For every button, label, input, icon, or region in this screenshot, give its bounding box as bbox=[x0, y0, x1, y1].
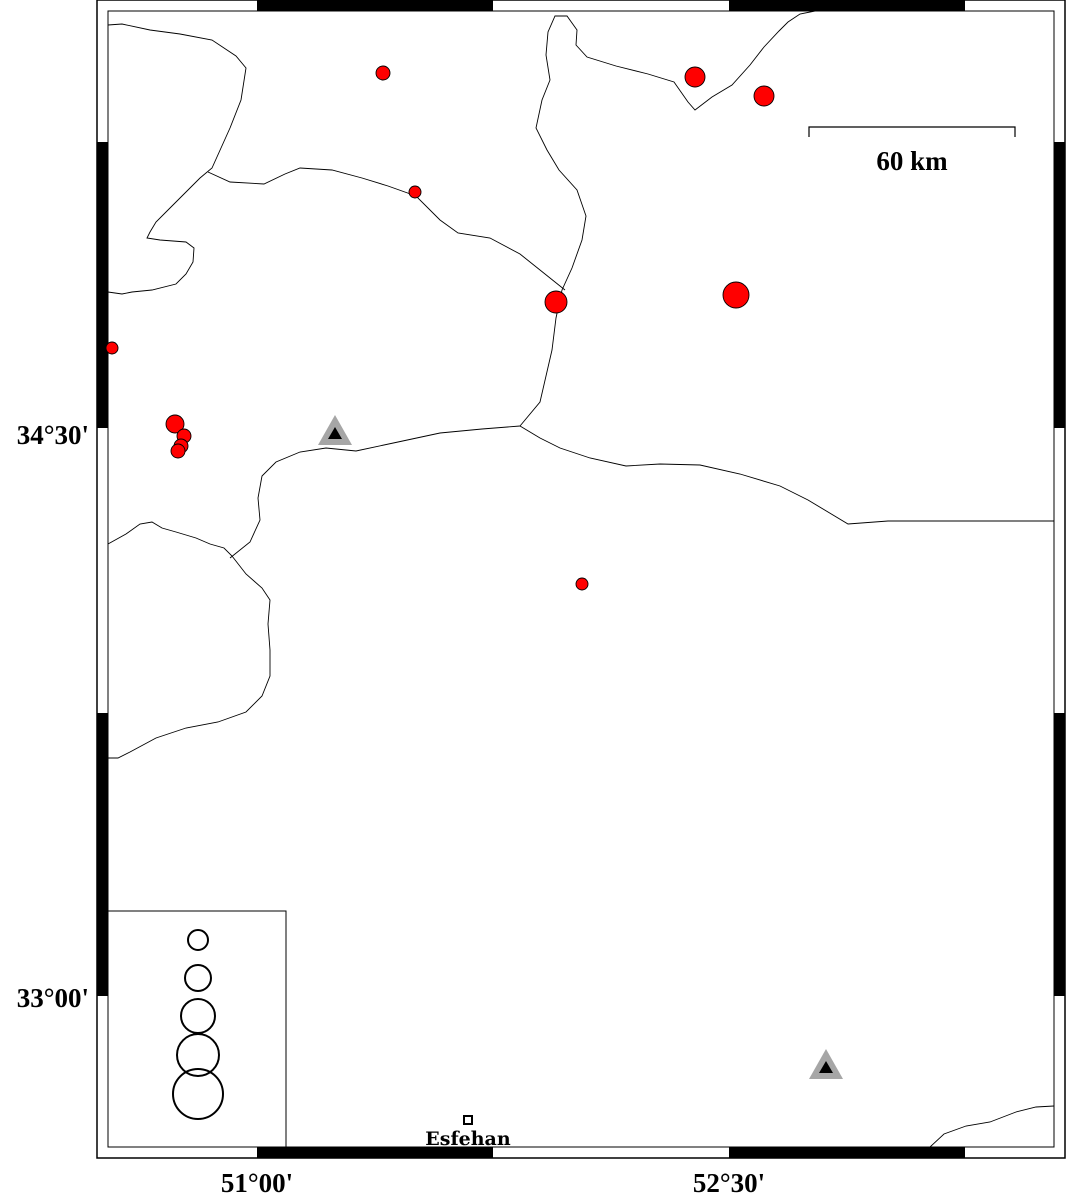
earthquake-event bbox=[684, 66, 706, 88]
earthquake-event bbox=[408, 185, 422, 199]
legend-magnitude-circle bbox=[172, 1068, 224, 1120]
axis-labels: 34°30' 33°00' 51°00' 52°30' bbox=[17, 420, 765, 1196]
earthquake-event bbox=[575, 577, 589, 591]
lat-label-34-30: 34°30' bbox=[17, 420, 89, 450]
earthquake-event bbox=[105, 341, 119, 355]
province-borders bbox=[107, 10, 1055, 1148]
legend-magnitude-circle bbox=[184, 964, 212, 992]
lon-label-52-30: 52°30' bbox=[693, 1168, 765, 1196]
city-esfehan: Esfehan bbox=[425, 1115, 511, 1150]
seismic-station-icon bbox=[318, 415, 352, 445]
scale-bar: 60 km bbox=[808, 126, 1016, 176]
legend-magnitude-circle bbox=[176, 1033, 220, 1077]
scale-bar-label: 60 km bbox=[876, 146, 948, 176]
earthquake-event bbox=[722, 281, 750, 309]
earthquake-event bbox=[170, 443, 186, 459]
earthquake-events bbox=[105, 65, 775, 591]
lon-label-51-00: 51°00' bbox=[221, 1168, 293, 1196]
city-marker-icon bbox=[463, 1115, 473, 1125]
legend-magnitude-circle bbox=[187, 929, 209, 951]
earthquake-event bbox=[375, 65, 391, 81]
lat-label-33-00: 33°00' bbox=[17, 983, 89, 1013]
seismic-stations bbox=[318, 415, 843, 1079]
city-label: Esfehan bbox=[425, 1128, 511, 1150]
earthquake-event bbox=[544, 290, 568, 314]
earthquake-event bbox=[165, 414, 185, 434]
earthquake-event bbox=[753, 85, 775, 107]
magnitude-legend bbox=[107, 910, 287, 1148]
map-frame bbox=[96, 0, 1066, 1159]
seismic-station-icon bbox=[809, 1049, 843, 1079]
